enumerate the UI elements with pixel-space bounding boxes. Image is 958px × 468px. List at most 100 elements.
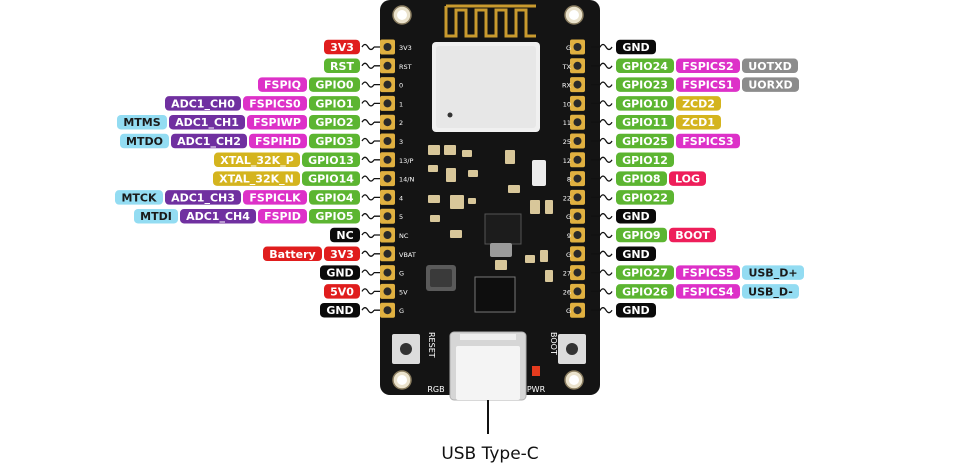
label-zcd1: ZCD1 (682, 116, 715, 129)
label-5v0: 5V0 (330, 285, 354, 298)
label-gnd: GND (622, 41, 649, 54)
label-fspiwp: FSPIWP (253, 116, 301, 129)
right-pin-row: GND (591, 208, 656, 224)
white-component (532, 160, 546, 186)
left-header-pin: RST (380, 58, 412, 74)
right-silk-label: 11 (563, 119, 571, 127)
smd-components (428, 145, 553, 282)
pwr-led (532, 366, 540, 376)
gpio-badge (616, 133, 674, 149)
pin-lead (361, 156, 380, 163)
fspi-badge (258, 208, 307, 224)
left-pin-row: GND (320, 302, 380, 318)
label-gpio3: GPIO3 (315, 135, 353, 148)
label-gpio26: GPIO26 (622, 285, 668, 298)
label-usb-d: USB_D- (748, 285, 793, 298)
pin-lead (361, 137, 380, 145)
left-header-pin: 3V3 (380, 39, 412, 55)
usb-badge (742, 265, 804, 280)
right-silk-label: 22 (563, 194, 571, 202)
gpio-badge (616, 77, 674, 92)
label-gnd: GND (622, 248, 649, 261)
left-pin-row: RST (324, 58, 380, 74)
right-header-pin: 26 (563, 283, 585, 299)
left-header-pin: 5 (380, 208, 403, 224)
label-3v3: 3V3 (330, 41, 354, 54)
uart-badge (742, 77, 799, 92)
gpio-badge (616, 265, 674, 280)
label-usb-d: USB_D+ (748, 267, 797, 280)
left-silk-label: VBAT (399, 251, 416, 259)
label-adc1-ch2: ADC1_CH2 (177, 135, 241, 148)
gpio-badge (616, 96, 674, 111)
left-pin-row: 3V3 (324, 39, 380, 55)
left-silk-label: 4 (399, 194, 403, 202)
power-badge (324, 39, 360, 55)
left-silk-label: G (399, 307, 404, 315)
label-gpio13: GPIO13 (308, 154, 354, 167)
fspi-badge (676, 284, 740, 299)
reset-button[interactable] (392, 334, 420, 364)
label-battery: Battery (269, 248, 315, 261)
label-gpio2: GPIO2 (315, 116, 353, 129)
right-silk-label: RX (562, 82, 572, 90)
boot-button[interactable] (558, 334, 586, 364)
left-silk-label: NC (399, 232, 409, 240)
label-adc1-ch1: ADC1_CH1 (175, 116, 239, 129)
label-fspics5: FSPICS5 (682, 267, 733, 280)
pin-lead (361, 175, 380, 182)
right-silk-label: 27 (563, 270, 571, 278)
pin-lead (591, 119, 613, 126)
pin-lead (591, 156, 613, 163)
gpio-badge (302, 152, 360, 168)
right-header-pin: G (566, 302, 585, 318)
label-gpio8: GPIO8 (622, 173, 660, 186)
right-silk-label: 26 (563, 288, 571, 296)
right-silk-label: G (566, 213, 571, 221)
mounting-holes (392, 5, 584, 390)
right-pin-row: GPIO26 FSPICS4 USB_D- (591, 284, 799, 299)
zcd-badge (676, 114, 721, 130)
label-xtal-32k-n: XTAL_32K_N (219, 173, 294, 186)
label-gnd: GND (622, 304, 649, 317)
left-pin-row: GPIO13 XTAL_32K_P (214, 152, 380, 168)
label-mtdo: MTDO (126, 135, 163, 148)
label-uotxd: UOTXD (748, 60, 791, 73)
label-xtal-32k-p: XTAL_32K_P (220, 154, 294, 167)
label-adc1-ch3: ADC1_CH3 (171, 191, 235, 204)
gpio-badge (309, 133, 360, 149)
label-gpio4: GPIO4 (315, 191, 354, 204)
right-silk-label: 9 (567, 232, 571, 240)
right-header-pin: 8 (567, 171, 585, 187)
power-badge (263, 246, 322, 262)
label-fspics4: FSPICS4 (682, 285, 734, 298)
right-silk-label: TX (562, 63, 572, 71)
ground-badge (616, 208, 656, 224)
label-gpio12: GPIO12 (622, 154, 668, 167)
gpio-badge (616, 171, 667, 186)
label-gpio22: GPIO22 (622, 191, 668, 204)
jtag-badge (134, 208, 178, 224)
left-header-pin: 4 (380, 189, 403, 205)
right-header-pin: 25 (563, 133, 585, 149)
label-gpio14: GPIO14 (308, 173, 354, 186)
adc-badge (165, 190, 241, 205)
left-silk-label: 1 (399, 100, 403, 108)
power-badge (324, 284, 360, 299)
label-gpio24: GPIO24 (622, 60, 668, 73)
fspi-badge (243, 190, 307, 205)
right-silk-label: 10 (563, 100, 571, 108)
pin-lead (361, 100, 380, 107)
fspi-badge (247, 114, 307, 130)
ground-badge (320, 265, 360, 280)
fspi-badge (676, 133, 740, 149)
left-header-pin: 3 (380, 133, 403, 149)
pin-lead (591, 62, 613, 69)
